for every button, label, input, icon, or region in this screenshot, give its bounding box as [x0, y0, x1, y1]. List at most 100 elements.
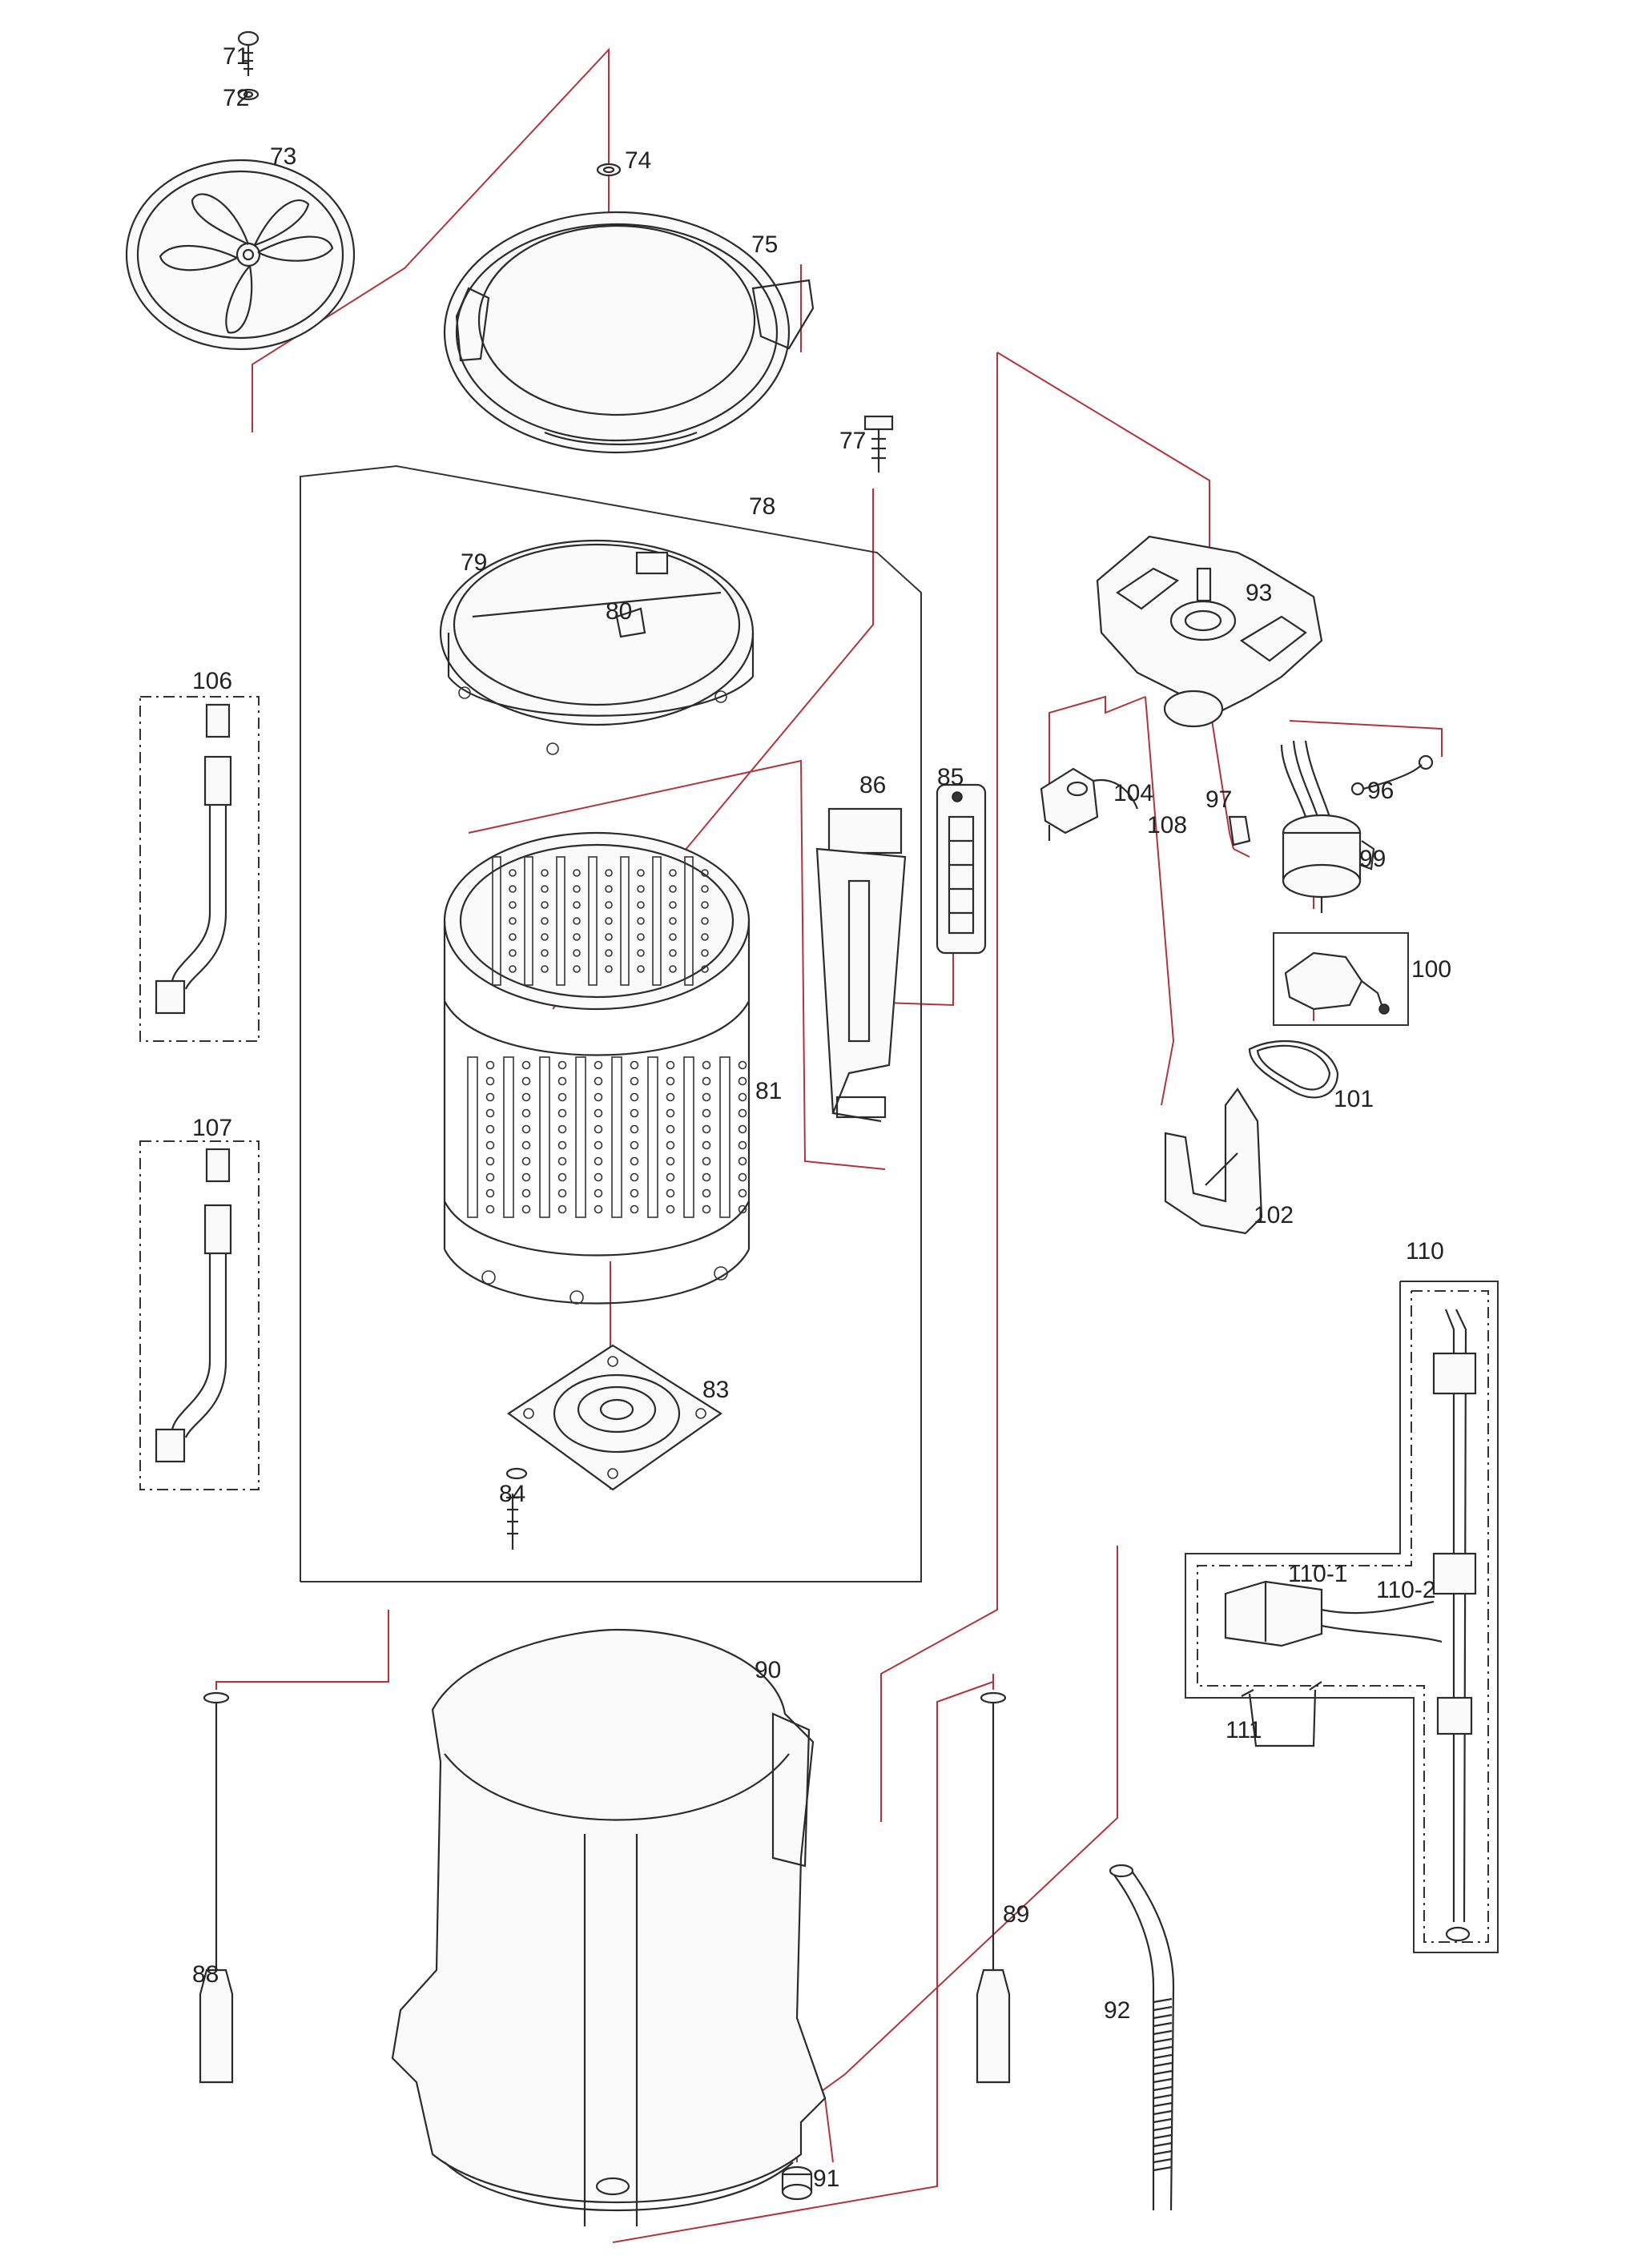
- group-box-110: [1185, 1281, 1499, 1953]
- part-88-suspension-rod: [199, 1691, 234, 2084]
- label-92: 92: [1104, 1997, 1130, 2024]
- drum-hole: [541, 901, 549, 909]
- drum-hole: [637, 901, 645, 909]
- drum-hole: [669, 917, 677, 925]
- label-110: 110: [1406, 1238, 1444, 1265]
- drum-hole: [541, 885, 549, 893]
- drum-hole: [669, 965, 677, 973]
- label-108: 108: [1147, 812, 1187, 838]
- drum-hole: [509, 869, 517, 877]
- drum-hole: [485, 1156, 495, 1166]
- drum-rib: [683, 1056, 694, 1218]
- drum-hole: [605, 933, 613, 941]
- hose-ring: [1153, 2125, 1173, 2132]
- drum-hole: [541, 917, 549, 925]
- drum-hole: [630, 1172, 639, 1182]
- label-93: 93: [1246, 580, 1272, 606]
- label-100: 100: [1411, 956, 1451, 983]
- drum-hole: [521, 1188, 531, 1198]
- drum-hole: [738, 1124, 747, 1134]
- drum-hole: [669, 901, 677, 909]
- drum-hole: [485, 1060, 495, 1070]
- drum-hole: [738, 1156, 747, 1166]
- drum-hole: [594, 1156, 603, 1166]
- label-90: 90: [755, 1657, 781, 1683]
- drum-hole: [594, 1092, 603, 1102]
- part-79-tub-ring: [439, 539, 755, 755]
- drum-hole: [557, 1140, 567, 1150]
- drum-hole: [701, 965, 709, 973]
- drum-hole: [485, 1204, 495, 1214]
- drum-hole: [573, 965, 581, 973]
- drum-hole: [669, 869, 677, 877]
- drum-hole: [669, 885, 677, 893]
- group-frame-78: [300, 464, 922, 1582]
- drum-hole: [557, 1076, 567, 1086]
- drum-hole: [573, 917, 581, 925]
- label-77: 77: [839, 428, 866, 454]
- part-84-screw: [505, 1467, 528, 1550]
- drum-hole: [630, 1156, 639, 1166]
- label-110-1: 110-1: [1288, 1561, 1348, 1587]
- label-75: 75: [751, 231, 778, 258]
- drum-hole: [521, 1204, 531, 1214]
- drum-hole: [669, 933, 677, 941]
- drum-hole: [738, 1060, 747, 1070]
- label-79: 79: [461, 549, 487, 576]
- drum-hole: [485, 1140, 495, 1150]
- drum-inner-rib: [492, 856, 501, 986]
- drum-hole: [637, 885, 645, 893]
- drum-hole: [605, 885, 613, 893]
- drum-hole: [521, 1108, 531, 1118]
- drum-inner-rib: [524, 856, 533, 986]
- drum-hole: [594, 1140, 603, 1150]
- drum-hole: [702, 1076, 711, 1086]
- label-83: 83: [702, 1377, 729, 1403]
- part-83-flange: [507, 1344, 722, 1491]
- part-80-clip: [615, 607, 646, 638]
- drum-hole: [666, 1188, 675, 1198]
- part-100-drain-motor: [1284, 951, 1390, 1015]
- drum-hole: [541, 933, 549, 941]
- hose-ring: [1153, 2141, 1173, 2148]
- part-72-washer: [237, 88, 260, 101]
- drum-hole: [738, 1188, 747, 1198]
- hose-ring: [1153, 2165, 1173, 2172]
- hose-ring: [1153, 2053, 1173, 2060]
- hose-ring: [1153, 2157, 1173, 2164]
- label-74: 74: [625, 147, 651, 174]
- drum-hole: [485, 1188, 495, 1198]
- hose-ring: [1153, 2077, 1173, 2084]
- drum-hole: [605, 917, 613, 925]
- label-111: 111: [1226, 1717, 1262, 1743]
- label-89: 89: [1003, 1901, 1029, 1928]
- drum-hole: [702, 1188, 711, 1198]
- part-71-screw: [237, 30, 260, 76]
- part-110-level-tube: [1432, 1309, 1477, 1942]
- hose-ring: [1153, 2101, 1173, 2108]
- drum-hole: [630, 1092, 639, 1102]
- drum-hole: [485, 1092, 495, 1102]
- drum-hole: [605, 949, 613, 957]
- label-104: 104: [1113, 780, 1153, 806]
- label-96: 96: [1367, 778, 1394, 804]
- hose-ring: [1153, 2013, 1173, 2020]
- hose-ring: [1153, 2021, 1173, 2028]
- drum-hole: [557, 1188, 567, 1198]
- label-85: 85: [937, 764, 964, 790]
- drum-hole: [738, 1108, 747, 1118]
- drum-hole: [521, 1124, 531, 1134]
- drum-rib: [719, 1056, 730, 1218]
- drum-hole: [509, 933, 517, 941]
- drum-hole: [485, 1076, 495, 1086]
- part-104-switch: [1040, 767, 1139, 841]
- hose-ring: [1153, 2045, 1173, 2052]
- hose-ring: [1153, 2085, 1173, 2092]
- drum-hole: [738, 1172, 747, 1182]
- drum-hole: [702, 1108, 711, 1118]
- drum-hole: [738, 1076, 747, 1086]
- part-101-belt: [1248, 1040, 1339, 1099]
- drum-hole: [738, 1204, 747, 1214]
- drum-hole: [666, 1060, 675, 1070]
